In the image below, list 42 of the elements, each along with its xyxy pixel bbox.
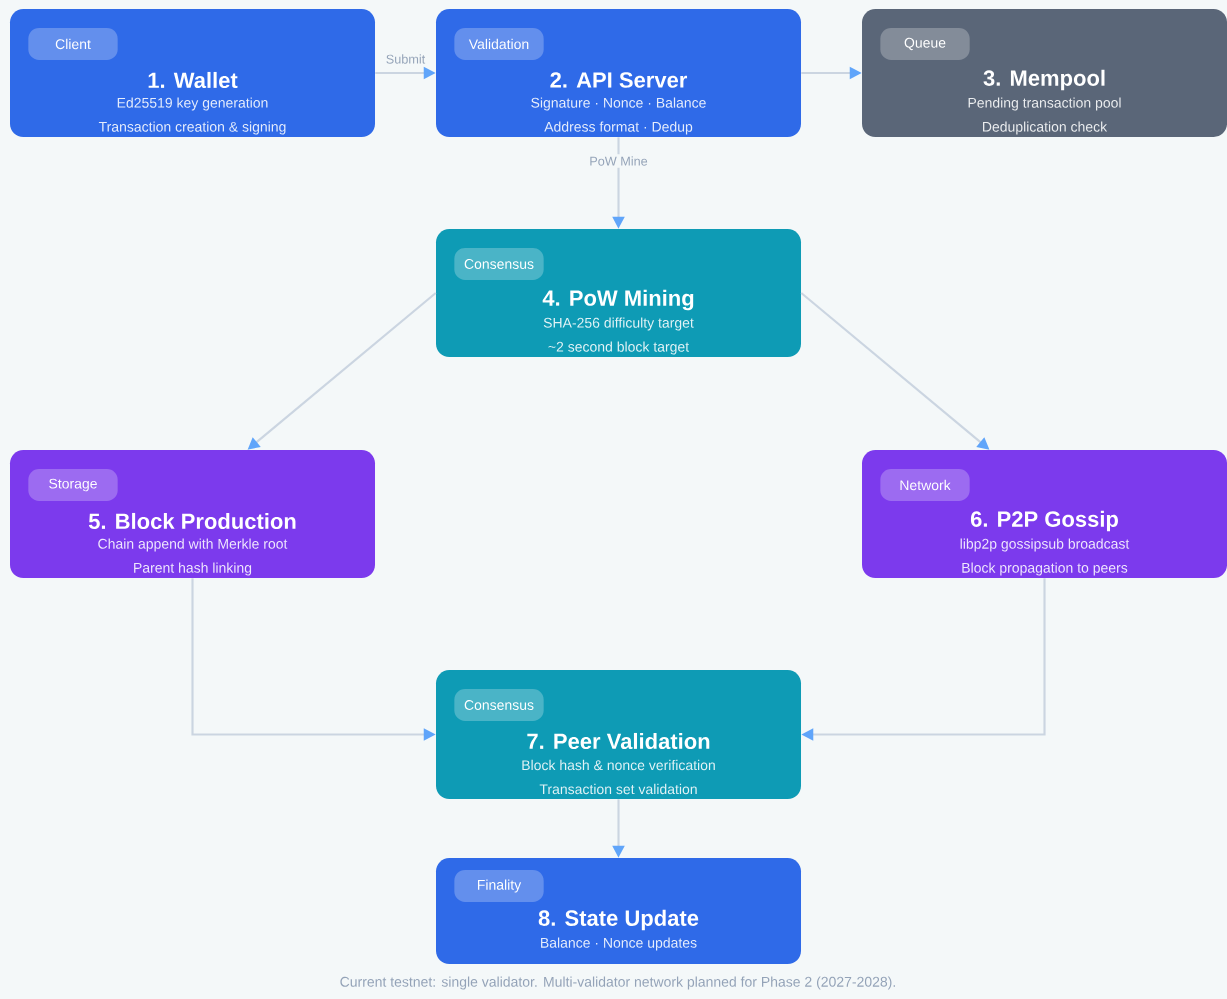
- card-detail: Ed25519 key generation: [117, 97, 268, 111]
- category-badge: Finality: [454, 870, 544, 902]
- card-detail: Block propagation to peers: [962, 562, 1128, 576]
- card-detail: Transaction creation & signing: [98, 121, 286, 135]
- card-detail: SHA-256 difficulty target: [543, 317, 694, 331]
- category-badge: Validation: [454, 28, 544, 60]
- card-detail: Pending transaction pool: [968, 97, 1121, 111]
- card-title: 3. Mempool: [983, 69, 1105, 91]
- category-badge: Consensus: [454, 248, 544, 280]
- card-title: 1. Wallet: [148, 71, 238, 89]
- process-card: [436, 670, 801, 799]
- card-title: 6. P2P Gossip: [970, 510, 1118, 532]
- card-detail: libp2p gossipsub broadcast: [960, 538, 1130, 552]
- card-title: 7. Peer Validation: [527, 732, 710, 750]
- card-detail: ~2 second block target: [548, 341, 689, 355]
- card-title: 4. PoW Mining: [542, 289, 694, 311]
- category-badge: Queue: [880, 28, 970, 60]
- card-title: 2. API Server: [550, 72, 688, 88]
- edge-label: Submit: [383, 52, 428, 66]
- process-card: [862, 450, 1227, 578]
- category-badge: Client: [28, 28, 118, 60]
- card-detail: Signature · Nonce · Balance: [531, 97, 706, 111]
- card-detail: Transaction set validation: [539, 783, 697, 795]
- card-detail: Chain append with Merkle root: [98, 538, 288, 552]
- edge-label: PoW Mine: [587, 154, 650, 168]
- process-card: [10, 9, 375, 137]
- category-badge: Network: [880, 469, 970, 501]
- card-detail: Parent hash linking: [134, 562, 252, 576]
- process-card: [436, 229, 801, 357]
- category-badge: Consensus: [454, 689, 544, 721]
- process-card: [436, 858, 801, 964]
- caption: Current testnet: single validator. Multi-validator network planned for Phase 2 (2027-2028).: [340, 976, 895, 990]
- category-badge: Storage: [28, 469, 118, 501]
- card-detail: Deduplication check: [983, 121, 1108, 135]
- process-card: [10, 450, 375, 578]
- process-card: [862, 9, 1227, 137]
- card-detail: Address format · Dedup: [544, 121, 693, 135]
- process-card: [436, 9, 801, 137]
- card-detail: Block hash & nonce verification: [522, 759, 715, 771]
- card-detail: Balance · Nonce updates: [541, 937, 697, 951]
- card-title: 5. Block Production: [88, 512, 296, 530]
- card-title: 8. State Update: [538, 909, 699, 931]
